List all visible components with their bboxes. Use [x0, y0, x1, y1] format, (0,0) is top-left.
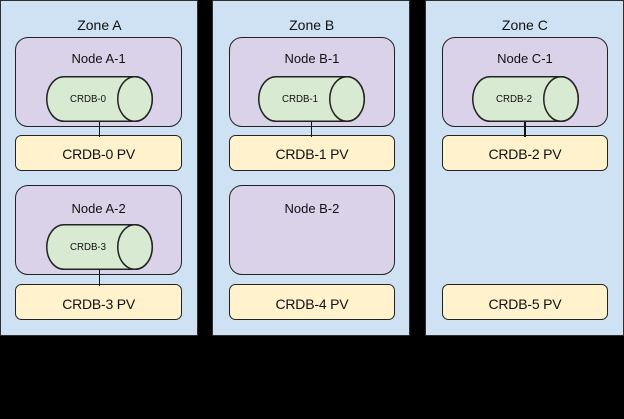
- svg-text:CRDB-2: CRDB-2: [495, 94, 531, 105]
- svg-text:CRDB-0: CRDB-0: [70, 94, 107, 105]
- svg-text:CRDB-1: CRDB-1: [282, 94, 318, 105]
- svg-text:CRDB-3: CRDB-3: [70, 242, 106, 253]
